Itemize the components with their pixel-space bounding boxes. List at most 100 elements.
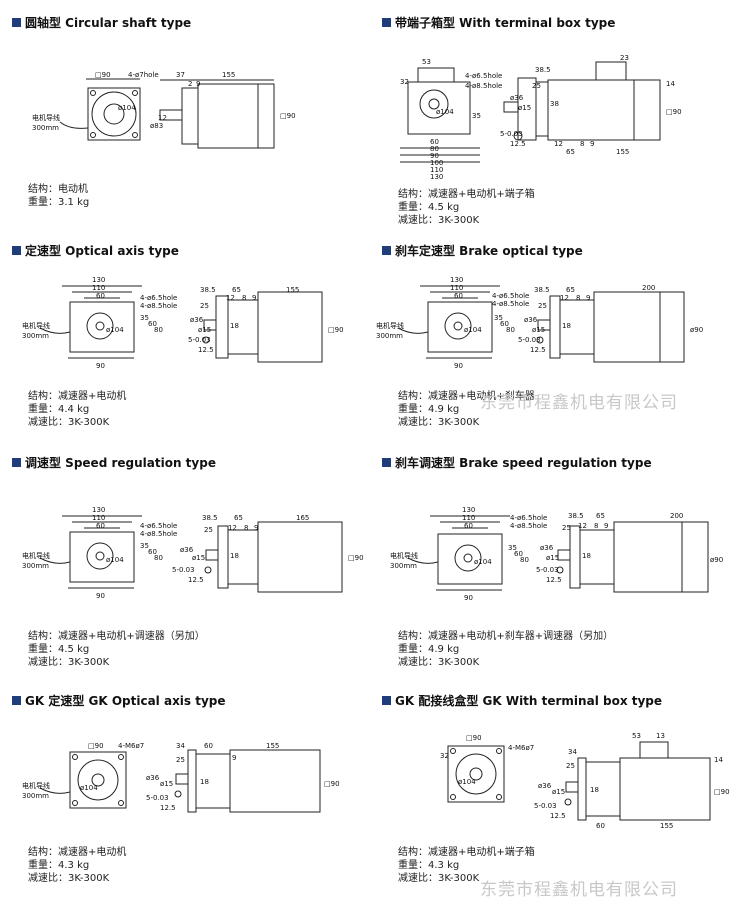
dimension-label: 65 [232,286,241,294]
dimension-label: ø36 [510,94,524,102]
dimension-label: 2 [188,80,192,88]
dimension-label: 电机导线 [32,113,60,122]
dimension-label: ø15 [518,104,531,112]
drawing-speed-regulation: 130 110 60 4-ø6.5hole 4-ø8.5hole ø104 90… [22,506,364,600]
spec-list: 结构：减速器+电动机+调速器（另加） 重量：4.5 kg 减速比：3K-300K [28,631,205,668]
dimension-label: 12 [158,114,167,122]
dimension-label: 4-ø6.5hole [140,294,177,302]
dimension-label: 110 [430,166,443,174]
dimension-label: 60 [148,548,157,556]
panel-title: 定速型 Optical axis type [12,242,179,259]
drawing-optical-axis: 130 110 60 4-ø6.5hole 4-ø8.5hole ø104 90… [22,276,344,370]
dimension-label: 80 [154,326,163,334]
dimension-label: 14 [714,756,723,764]
dimension-label: 4-ø8.5hole [465,82,502,90]
dimension-label: 12.5 [188,576,204,584]
dimension-label: 100 [430,159,443,167]
dimension-label: 9 [254,524,258,532]
dimension-label: ø15 [532,326,545,334]
dimension-label: 53 [632,732,641,740]
dimension-label: 110 [92,514,105,522]
panel-title: 刹车调速型 Brake speed regulation type [382,454,652,471]
dimension-label: 8 [576,294,580,302]
dimension-label: 90 [430,152,439,160]
dimension-label: 90 [96,592,105,600]
panel-title: 圆轴型 Circular shaft type [12,14,191,31]
drawing-gk-terminal-box: □90 4-M6ø7 ø104 32 34 25 53 13 14 ø36 ø1… [440,732,730,828]
dimension-label: 13 [656,732,665,740]
dimension-label: 60 [500,320,509,328]
dimension-label: ø104 [464,326,482,334]
dimension-label: 34 [176,742,185,750]
title-marker-icon [12,18,21,27]
dimension-label: 90 [454,362,463,370]
dimension-label: 4-ø6.5hole [140,522,177,530]
dimension-label: ø104 [458,778,476,786]
dimension-label: 12.5 [510,140,526,148]
dimension-label: 12.5 [530,346,546,354]
drawing-brake-speed-regulation: 130 110 60 4-ø6.5hole 4-ø8.5hole ø104 90… [390,506,723,602]
dimension-label: 18 [590,786,599,794]
dimension-label: 80 [506,326,515,334]
dimension-label: 18 [562,322,571,330]
spec-list: 结构：减速器+电动机+刹车器+调速器（另加） 重量：4.9 kg 减速比：3K-… [398,631,614,668]
title-marker-icon [382,246,391,255]
dimension-label: 5-0.03 [536,566,559,574]
dimension-label: ø15 [546,554,559,562]
dimension-label: 300mm [22,332,49,340]
dimension-label: ø15 [198,326,211,334]
dimension-label: 300mm [390,562,417,570]
dimension-label: 4-ø6.5hole [465,72,502,80]
dimension-label: 34 [568,748,577,756]
dimension-label: 90 [464,594,473,602]
title-marker-icon [12,246,21,255]
title-marker-icon [382,696,391,705]
panel-title: GK 定速型 GK Optical axis type [12,692,226,709]
dimension-label: 60 [514,550,523,558]
dimension-label: 12 [228,524,237,532]
dimension-label: ø15 [552,788,565,796]
dimension-label: ø104 [80,784,98,792]
dimension-label: 12.5 [160,804,176,812]
spec-list: 结构：减速器+电动机+刹车器 重量：4.9 kg 减速比：3K-300K [398,391,535,428]
dimension-label: □90 [95,71,111,79]
dimension-label: □90 [666,108,682,116]
dimension-label: 300mm [32,124,59,132]
dimension-label: 12 [578,522,587,530]
dimension-label: ø104 [118,104,136,112]
dimension-label: 37 [176,71,185,79]
dimension-label: 32 [440,752,449,760]
dimension-label: 25 [538,302,547,310]
panel-gk-optical-axis: GK 定速型 GK Optical axis type □90 4-M6ø7 ø… [0,678,370,903]
dimension-label: 60 [596,822,605,828]
drawing-terminal-box: 53 23 4-ø6.5hole 4-ø8.5hole ø104 32 35 6… [400,54,682,180]
dimension-label: 8 [594,522,598,530]
dimension-label: 90 [96,362,105,370]
dimension-label: 38.5 [202,514,218,522]
dimension-label: 165 [296,514,309,522]
dimension-label: □90 [88,742,104,750]
dimension-label: 38 [550,100,559,108]
dimension-label: 12 [226,294,235,302]
dimension-label: 电机导线 [22,321,50,330]
dimension-label: 4-ø6.5hole [510,514,547,522]
dimension-label: 110 [450,284,463,292]
panel-brake-speed-regulation: 刹车调速型 Brake speed regulation type 130 11… [370,440,740,668]
dimension-label: □90 [324,780,340,788]
dimension-label: 38.5 [535,66,551,74]
dimension-label: 25 [532,82,541,90]
spec-list: 结构：减速器+电动机 重量：4.3 kg 减速比：3K-300K [28,847,127,884]
dimension-label: 130 [462,506,475,514]
dimension-label: 65 [566,286,575,294]
dimension-label: 130 [430,173,443,180]
dimension-label: 5-0.03 [518,336,541,344]
dimension-label: □90 [348,554,364,562]
dimension-label: 38.5 [568,512,584,520]
dimension-label: 电机导线 [390,551,418,560]
dimension-label: 110 [462,514,475,522]
panel-circular-shaft: 圆轴型 Circular shaft type □90 4-ø7hole 37 … [0,0,370,225]
dimension-label: 300mm [22,562,49,570]
dimension-label: □90 [466,734,482,742]
dimension-label: 60 [454,292,463,300]
